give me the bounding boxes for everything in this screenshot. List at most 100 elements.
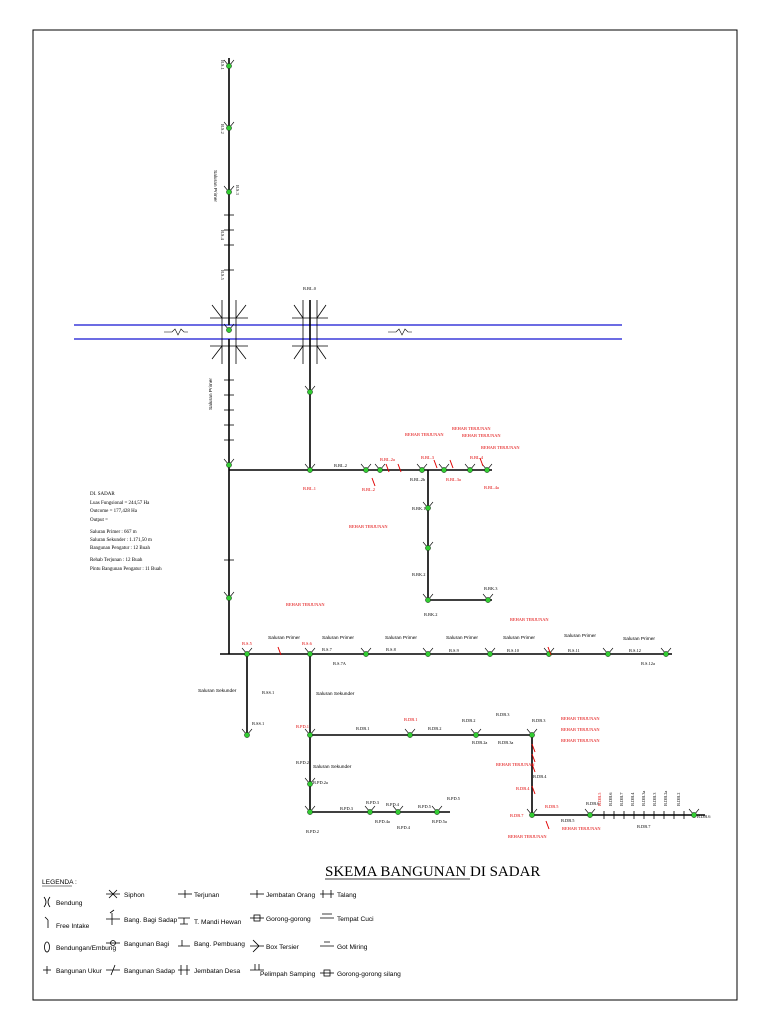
structure-node-3	[223, 185, 235, 195]
label-bs12a: B.S.12a	[641, 661, 655, 666]
label-bbl0: B.BL.0	[303, 286, 317, 291]
label-bbl3: B.BL.3	[421, 455, 435, 460]
legend-item-4: Bangunan Ukur	[56, 968, 103, 975]
structure-node-10	[374, 463, 386, 473]
structure-nodes	[223, 59, 700, 818]
legend-item-1: Bendung	[56, 900, 83, 907]
legend-terjunan-icon	[178, 890, 192, 898]
structure-node-20	[304, 647, 316, 657]
legend-box-tersier-icon	[250, 939, 264, 953]
structure-node-25	[602, 647, 614, 657]
legend-bangunan-bagi-icon	[106, 940, 120, 946]
structure-node-32	[526, 808, 538, 818]
info-line-2: Outcome = 177,428 Ha	[90, 509, 138, 514]
label-bdb7-red: B.DB.7	[510, 813, 524, 818]
structure-node-30	[470, 728, 482, 738]
label-tert-8: B.DB.2	[676, 793, 681, 806]
label-bs5-red: B.S.5	[242, 641, 253, 646]
rehab-markers	[277, 457, 685, 830]
canal-lines	[220, 58, 705, 816]
legend-item-6: Bang. Bagi Sadap	[124, 917, 177, 924]
structure-node-19	[241, 647, 253, 657]
legend-item-11: Bang. Pembuang	[194, 941, 245, 948]
structure-node-34	[688, 808, 700, 818]
label-bss1: B.SS.1	[252, 721, 264, 726]
legend-bangunan-sadap-icon	[106, 964, 120, 976]
label-bbl3a: B.BL.3a	[446, 477, 461, 482]
legend-item-2: Free Intake	[56, 923, 90, 930]
upper-canal-structures	[224, 214, 234, 561]
label-bbl4a: B.BL.4a	[484, 485, 499, 490]
label-bdb1: B.DB.1	[404, 717, 417, 722]
legend-item-18: Tempat Cuci	[337, 916, 374, 923]
label-bs8: B.S.8	[386, 647, 397, 652]
structure-node-35	[304, 777, 316, 787]
structure-node-13	[464, 463, 476, 473]
label-bpd5a: B.PD.5a	[432, 819, 447, 824]
rehab-label-4: REHAB TERJUNAN	[481, 445, 520, 450]
label-bss1-top: B.SS.1	[262, 690, 274, 695]
rehab-label-5: REHAB TERJUNAN	[349, 524, 388, 529]
label-bdb3: B.DB.3	[532, 718, 546, 723]
rehab-marker-9	[531, 743, 536, 753]
legend-item-3: Bendungan/Embung	[56, 945, 116, 952]
label-bdb4: B.DB.4	[533, 774, 547, 779]
legend-bendung-icon	[43, 896, 51, 908]
bendung-west	[292, 300, 328, 364]
structure-node-39	[431, 805, 443, 815]
label-tert-2: B.DB.6	[608, 792, 613, 806]
structure-node-15	[422, 501, 434, 511]
rehab-marker-5	[479, 457, 484, 467]
label-bdb2: B.DB.2	[462, 718, 475, 723]
info-line-7: Rehab Terjunan : 12 Buah	[90, 558, 143, 563]
label-bdb3-top: B.DB.3	[496, 712, 510, 717]
structure-node-17	[422, 593, 434, 603]
label-primer-2: Saluran Primer	[322, 635, 354, 641]
structure-node-18	[482, 593, 494, 603]
structure-node-4	[223, 323, 235, 333]
label-bdb3a: B.DB.3a	[498, 740, 513, 745]
label-bbl2: B.BL.2	[362, 487, 375, 492]
label-bbl2-top: B.BL.2	[334, 463, 347, 468]
label-bbk1: B.BK.1	[412, 506, 425, 511]
structure-node-26	[660, 647, 672, 657]
label-bpd1: B.PD.1	[296, 724, 309, 729]
structure-node-37	[364, 805, 376, 815]
label-bbk3: B.BK.3	[484, 586, 498, 591]
structure-node-11	[416, 463, 428, 473]
structure-node-9	[360, 463, 372, 473]
info-line-3: Output =	[90, 518, 108, 523]
label-primer-1: Saluran Primer	[268, 635, 300, 641]
legend-talang-icon	[320, 890, 334, 898]
label-bpd4: B.PD.4	[397, 825, 411, 830]
legend-item-7: Bangunan Bagi	[124, 941, 170, 948]
label-primer-5: Saluran Primer	[503, 635, 535, 641]
label-bpd4a: B.PD.4a	[375, 819, 390, 824]
label-primer-3: Saluran Primer	[385, 635, 417, 641]
label-bbl2a: B.BL.2a	[380, 457, 395, 462]
rehab-label-9: REHAB TERJUNAN	[561, 727, 600, 732]
legend-free-intake-icon	[44, 916, 49, 928]
rehab-labels: REHAB TERJUNAN REHAB TERJUNAN REHAB TERJ…	[286, 426, 601, 839]
label-bpd5: B.PD.5	[447, 796, 461, 801]
structure-node-38	[392, 805, 404, 815]
legend: LEGENDA : Bendung Free Intake Bendungan/…	[42, 879, 401, 978]
label-bbk2: B.BK.2	[424, 612, 437, 617]
rehab-marker-2	[397, 463, 402, 473]
legend-item-14: Gorong-gorong	[266, 916, 311, 923]
label-tert-5: B.DB.3a	[641, 791, 646, 806]
label-bpd3-top: B.PD.3	[366, 800, 380, 805]
rehab-marker-12	[531, 785, 536, 795]
pd-db-labels: B.PD.1 B.PD.2 B.PD.2a B.PD.2 B.PD.3 B.PD…	[296, 712, 711, 834]
legend-item-15: Box Tersier	[266, 944, 300, 951]
rehab-marker-7	[277, 646, 282, 656]
label-bdb4-red: B.DB.4	[516, 786, 530, 791]
legend-bagi-sadap-icon	[106, 909, 120, 925]
structure-node-28	[304, 728, 316, 738]
legend-pelimpah-icon	[250, 964, 264, 971]
rehab-label-13: REHAB TERJUNAN	[562, 826, 601, 831]
structure-node-23	[484, 647, 496, 657]
info-line-8: Pintu Bangunan Pengatur : 11 Buah	[90, 567, 162, 572]
label-bs9: B.S.9	[449, 648, 460, 653]
label-bbl2b: B.BL.2b	[410, 477, 426, 482]
